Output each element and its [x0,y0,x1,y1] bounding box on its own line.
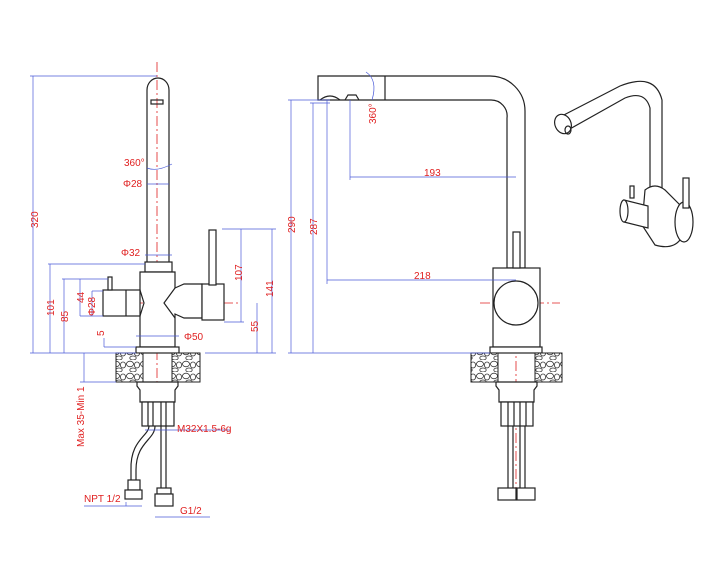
shank [141,401,175,427]
handle-hub [201,283,225,321]
hose-right-spec: G1/2 [180,506,202,517]
dim-rotation-front: 360° [124,158,145,169]
front-body [139,271,203,348]
side-outlet [102,289,141,317]
base-plate [135,346,180,354]
dim-320: 320 [30,211,41,228]
dim-5: 5 [96,330,107,336]
counter-right [171,352,201,383]
dim-rotation-side: 360° [368,103,379,124]
side-counter-right [534,352,563,383]
thread-spec: M32X1.5-6g [177,424,231,435]
dim-287: 287 [309,218,320,235]
dim-counter-thickness: Max 35-Min 1 [76,386,87,447]
front-dimension-lines [30,75,276,518]
hose-right [160,426,167,488]
dim-spout-base-diameter: Φ32 [121,248,141,259]
side-lever [512,231,521,269]
side-spout [317,75,526,269]
counter-left [115,352,144,383]
dim-290: 290 [287,216,298,233]
side-pin [107,276,113,291]
dim-218: 218 [414,271,431,282]
dim-44: 44 [76,291,87,303]
dim-spout-diameter: Φ28 [123,179,143,190]
side-view: 290 287 193 218 360° [287,71,563,501]
body-joint [163,287,176,319]
hose-left-nut [124,489,143,500]
hose-left [130,425,156,480]
aerator [150,99,164,105]
hose-left-fitting [127,479,141,491]
sketch-spout [557,80,663,192]
dim-101: 101 [46,299,57,316]
hose-left-spec: NPT 1/2 [84,494,121,505]
dim-141: 141 [265,280,276,297]
dim-base-diameter: Φ50 [184,332,204,343]
hose-right-nut [154,493,174,507]
side-hoses [507,426,526,488]
dim-107: 107 [234,264,245,281]
side-counter-left [470,352,499,383]
dim-85: 85 [60,310,71,322]
spray-head [319,94,360,101]
faucet-3d-sketch [554,80,694,248]
front-spout [146,77,170,262]
front-view: 320 360° Φ28 Φ32 101 85 44 Φ28 5 Φ50 107… [30,62,276,518]
spout-collar [144,261,173,273]
handle-lever [208,229,217,286]
mount-nut [136,381,179,403]
dim-193: 193 [424,168,441,179]
side-dimension-lines [288,71,516,354]
dim-side-outlet-diameter: Φ28 [87,296,98,316]
side-handle-hub [493,280,539,326]
dim-55: 55 [250,320,261,332]
